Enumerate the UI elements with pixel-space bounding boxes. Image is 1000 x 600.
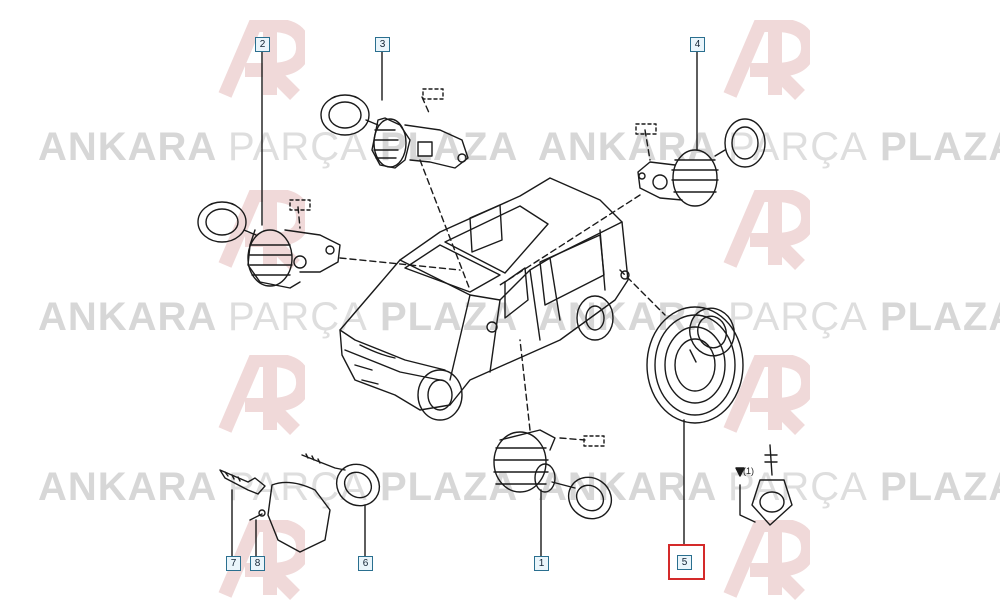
watermark-text: ANKARA PARÇA PLAZA [38,295,519,339]
watermark-text: ANKARA PARÇA PLAZA [538,125,1000,169]
callout-6[interactable]: 6 [358,556,373,571]
selected-callout-highlight [668,544,705,580]
key-cover [267,481,331,553]
key-remote [735,444,793,526]
lock-cylinder-1 [493,429,613,520]
lock-cylinder-4 [637,118,766,207]
lock-cylinder-3 [320,94,469,169]
callout-8[interactable]: 8 [250,556,265,571]
callout-7[interactable]: 7 [226,556,241,571]
ap-logo-icon [723,20,810,100]
callout-5[interactable]: 5 [677,555,692,570]
key-blade-7 [219,469,266,495]
key-note: (1) [743,466,754,476]
ap-logo-icon [723,520,810,600]
lock-cylinder-2 [197,201,341,289]
watermark-text: ANKARA PARÇA PLAZA [538,465,1000,509]
ap-logo-icon [218,355,305,435]
ap-logo-icon [218,20,305,100]
callout-3[interactable]: 3 [375,37,390,52]
callout-1[interactable]: 1 [534,556,549,571]
callout-2[interactable]: 2 [255,37,270,52]
watermark-text: ANKARA PARÇA PLAZA [38,125,519,169]
callout-4[interactable]: 4 [690,37,705,52]
screw-8 [249,509,266,521]
key-6 [301,453,381,507]
ap-logo-icon [723,355,810,435]
fuel-cap-5 [646,306,744,424]
van-illustration [339,177,630,421]
ap-logo-icon [723,190,810,270]
